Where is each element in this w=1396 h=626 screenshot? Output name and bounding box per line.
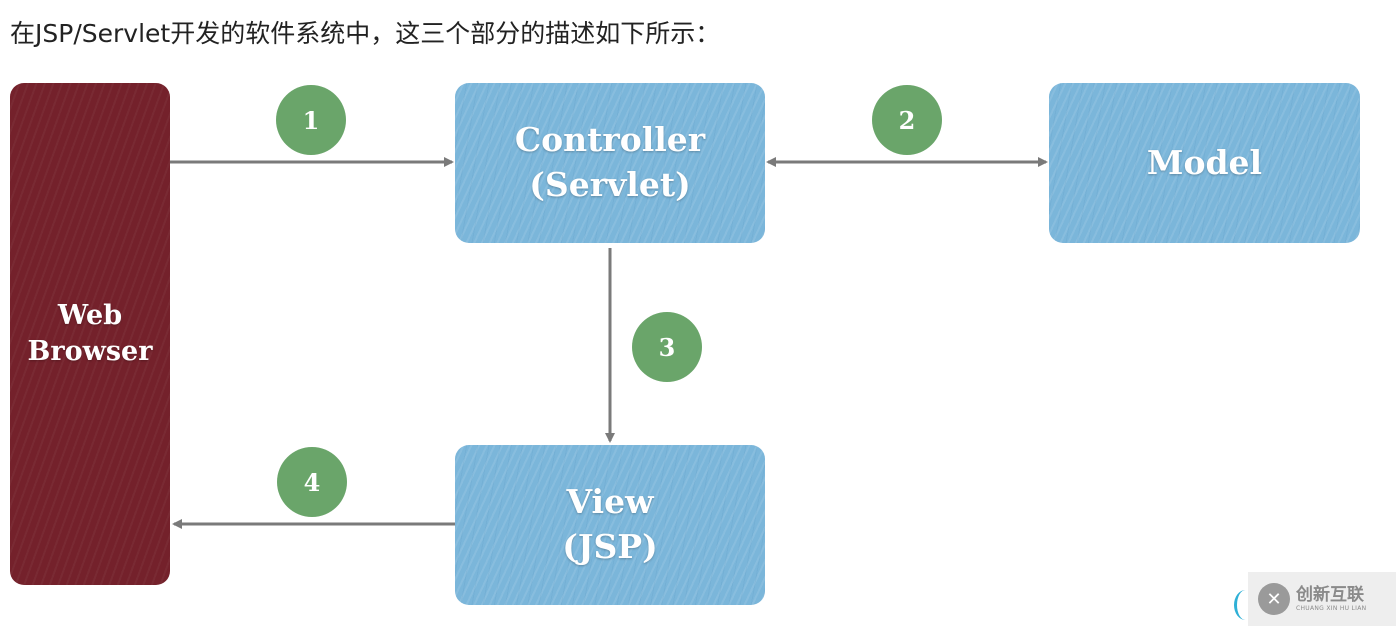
watermark-text-en: CHUANG XIN HU LIAN (1296, 604, 1367, 612)
web-browser-label-line1: Web (57, 299, 123, 331)
watermark-text-cn: 创新互联 (1296, 585, 1364, 606)
watermark: ✕ 创新互联 CHUANG XIN HU LIAN (1248, 572, 1396, 626)
watermark-text: 创新互联 CHUANG XIN HU LIAN (1296, 586, 1366, 612)
page-heading: 在JSP/Servlet开发的软件系统中，这三个部分的描述如下所示： (10, 19, 721, 48)
controller-label-line2: (Servlet) (529, 165, 691, 204)
step-badge-3: 3 (632, 312, 702, 382)
view-node: View (JSP) (455, 445, 765, 605)
view-label-line1: View (566, 482, 654, 522)
controller-node: Controller (Servlet) (455, 83, 765, 243)
step-badge-2: 2 (872, 85, 942, 155)
view-label-line2: (JSP) (562, 527, 658, 566)
web-browser-node: Web Browser (10, 83, 170, 585)
brand-logo-icon: ✕ (1258, 583, 1290, 615)
web-browser-label-line2: Browser (27, 336, 153, 367)
step-badge-1: 1 (276, 85, 346, 155)
model-label: Model (1146, 142, 1263, 182)
model-node: Model (1049, 83, 1360, 243)
controller-label-line1: Controller (514, 120, 706, 160)
watermark-arc (1234, 590, 1257, 620)
step-badge-4: 4 (277, 447, 347, 517)
